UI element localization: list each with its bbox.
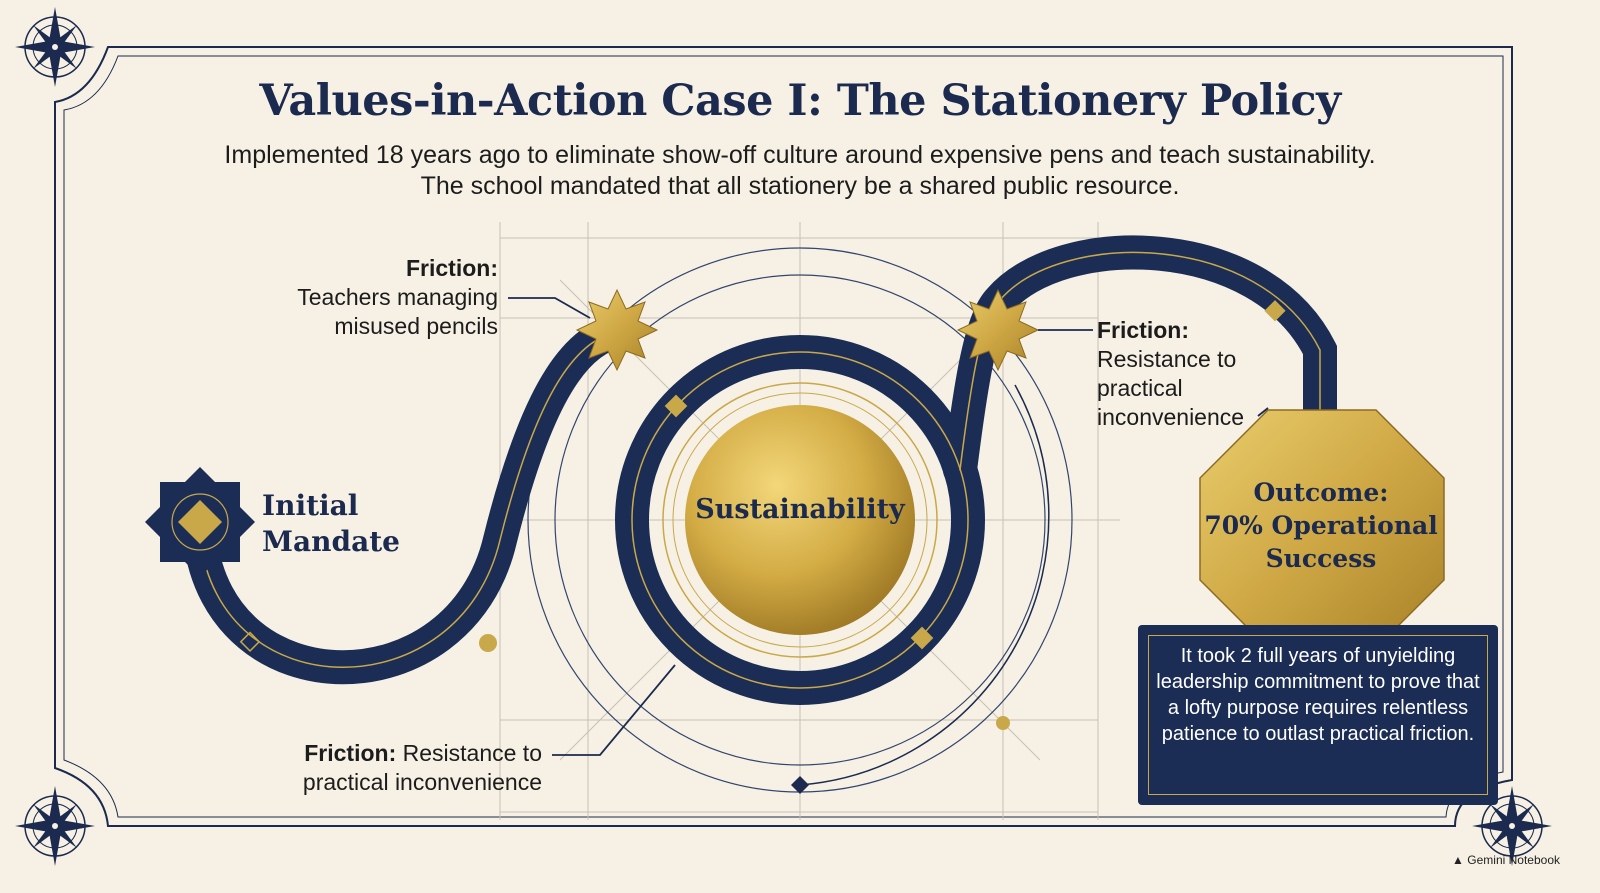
friction-label-2: Friction: Resistance to practical inconv… (1097, 316, 1317, 432)
diamond-icon (791, 776, 809, 794)
outcome-note-text: It took 2 full years of unyielding leade… (1156, 645, 1480, 745)
brand-label: Gemini Notebook (1467, 853, 1560, 867)
friction-text: inconvenience (1097, 404, 1245, 430)
friction-label-1: Friction: Teachers managing misused penc… (230, 254, 498, 341)
friction-text: misused pencils (334, 313, 498, 339)
friction-text: practical (1097, 375, 1183, 401)
compass-rose-icon (14, 785, 96, 867)
star-burst-icon (956, 288, 1040, 372)
journey-path (183, 235, 1337, 705)
friction-text: practical inconvenience (302, 769, 542, 795)
outcome-note-box: It took 2 full years of unyielding leade… (1138, 625, 1498, 805)
page-title: Values-in-Action Case I: The Stationery … (259, 76, 1341, 126)
sustainability-label: Sustainability (695, 494, 905, 525)
note-border (1148, 635, 1488, 795)
mandate-line: Mandate (262, 525, 400, 558)
compass-rose-icon (14, 6, 96, 88)
outcome-label: Outcome: 70% Operational Success (1196, 476, 1446, 575)
initial-mandate-emblem (145, 467, 255, 577)
mandate-line: Initial (262, 489, 359, 522)
outcome-line: Outcome: (1253, 478, 1389, 507)
friction-text: Teachers managing (297, 284, 498, 310)
friction-text: Resistance to (402, 740, 542, 766)
star-burst-icon (575, 288, 659, 372)
friction-heading: Friction: (1097, 317, 1189, 343)
friction-text: Resistance to (1097, 346, 1237, 372)
outcome-line: 70% Operational (1204, 511, 1438, 540)
friction-heading: Friction: (406, 255, 498, 281)
friction-heading: Friction: (304, 740, 397, 766)
brand-icon: ▲ (1452, 853, 1464, 867)
brand-watermark: ▲ Gemini Notebook (1452, 853, 1560, 867)
friction-label-3: Friction: Resistance to practical inconv… (220, 739, 542, 797)
sustainability-node (662, 382, 938, 658)
initial-mandate-label: Initial Mandate (262, 488, 400, 560)
connector-arc (799, 384, 1050, 786)
page-subtitle: Implemented 18 years ago to eliminate sh… (224, 141, 1376, 200)
leader-lines (508, 297, 1269, 756)
outcome-line: Success (1265, 544, 1377, 573)
